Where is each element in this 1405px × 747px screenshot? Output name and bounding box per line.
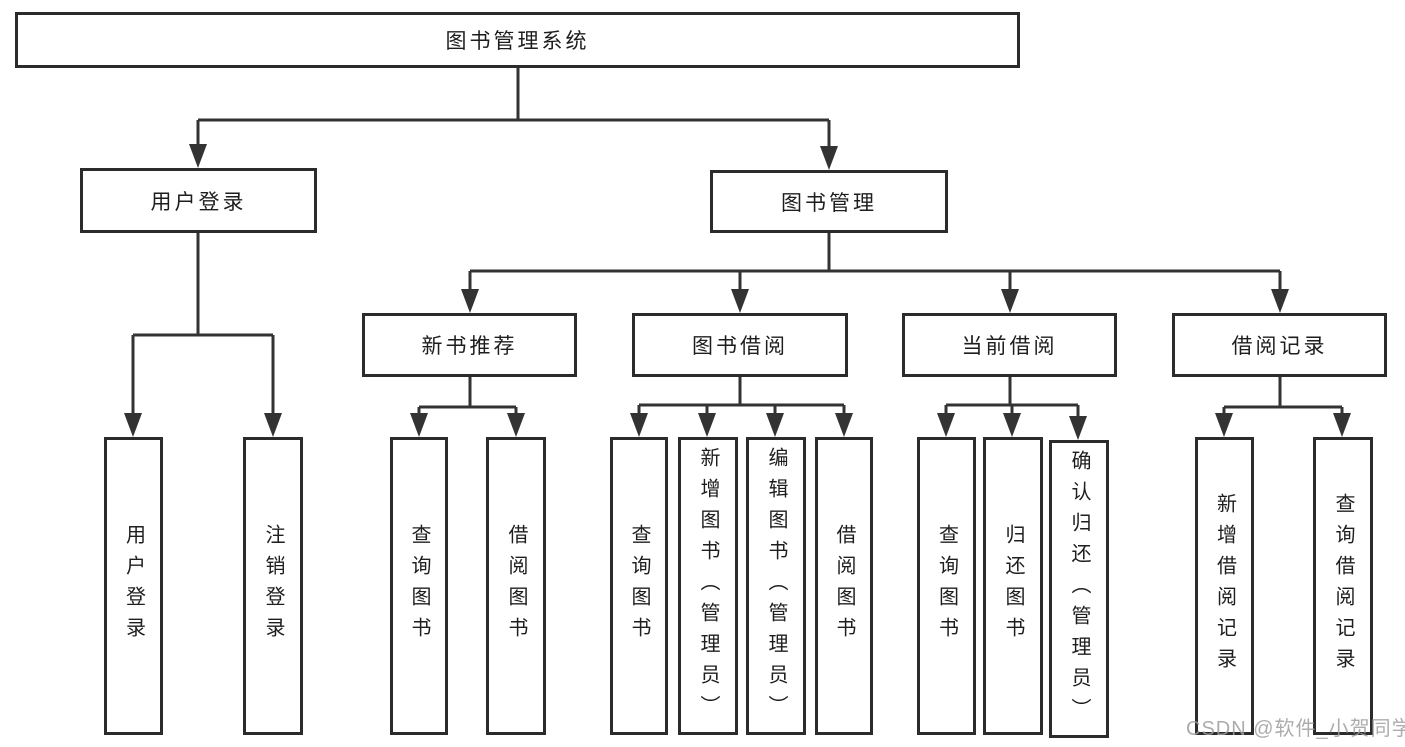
node-label: 查询图书 — [408, 524, 430, 648]
leaf-query-books-borrowing: 查询图书 — [610, 437, 668, 735]
leaf-borrow-books: 借阅图书 — [815, 437, 873, 735]
csdn-watermark: CSDN @软件_小贺同学 — [1186, 718, 1405, 740]
arrow-icon — [1003, 413, 1021, 437]
node-label: 借阅记录 — [1231, 335, 1328, 358]
node-label: 确认归还（管理员） — [1068, 449, 1090, 729]
arrow-icon — [410, 413, 428, 437]
arrow-icon — [937, 413, 955, 437]
leaf-add-books-admin: 新增图书（管理员） — [678, 437, 738, 735]
node-label: 用户登录 — [150, 190, 247, 214]
arrow-icon — [507, 413, 525, 437]
arrow-icon — [1001, 289, 1019, 313]
node-label: 新书推荐 — [421, 335, 518, 358]
node-label: 图书管理 — [781, 191, 877, 215]
node-label: 查询图书 — [628, 524, 650, 648]
arrow-icon — [1215, 413, 1233, 437]
node-new-book-recommend: 新书推荐 — [362, 313, 577, 377]
leaf-return-books: 归还图书 — [983, 437, 1043, 735]
leaf-query-books-current: 查询图书 — [917, 437, 976, 735]
node-label: 借阅图书 — [833, 524, 855, 648]
leaf-query-borrow-record: 查询借阅记录 — [1313, 437, 1373, 735]
node-user-login: 用户登录 — [80, 168, 317, 233]
arrow-icon — [630, 413, 648, 437]
node-label: 归还图书 — [1002, 524, 1024, 648]
node-book-management: 图书管理 — [710, 170, 948, 233]
arrow-icon — [835, 413, 853, 437]
node-label: 图书管理系统 — [445, 30, 590, 53]
node-current-borrowing: 当前借阅 — [902, 313, 1117, 377]
leaf-user-login: 用户登录 — [104, 437, 163, 735]
arrow-icon — [698, 413, 716, 437]
arrow-icon — [1271, 289, 1289, 313]
leaf-borrow-books-recommend: 借阅图书 — [486, 437, 546, 735]
arrow-icon — [731, 289, 749, 313]
arrow-icon — [189, 144, 207, 168]
leaf-edit-books-admin: 编辑图书（管理员） — [746, 437, 806, 735]
leaf-confirm-return-admin: 确认归还（管理员） — [1049, 440, 1109, 738]
node-borrowing-records: 借阅记录 — [1172, 313, 1387, 377]
arrowheads — [124, 144, 1351, 440]
connector-segments — [131, 68, 1344, 422]
arrow-icon — [1069, 416, 1087, 440]
node-label: 当前借阅 — [961, 335, 1058, 358]
node-label: 借阅图书 — [505, 524, 527, 648]
arrow-icon — [461, 289, 479, 313]
node-label: 查询图书 — [935, 524, 958, 648]
arrow-icon — [264, 413, 282, 437]
arrow-icon — [124, 413, 142, 437]
arrow-icon — [820, 146, 838, 170]
node-label: 新增图书（管理员） — [697, 446, 719, 726]
node-label: 编辑图书（管理员） — [765, 446, 787, 726]
node-label: 查询借阅记录 — [1332, 493, 1354, 679]
node-label: 图书借阅 — [692, 335, 788, 358]
leaf-add-borrow-record: 新增借阅记录 — [1195, 437, 1254, 735]
node-book-borrowing: 图书借阅 — [632, 313, 848, 377]
arrow-icon — [1333, 413, 1351, 437]
leaf-query-books-recommend: 查询图书 — [390, 437, 448, 735]
node-library-system: 图书管理系统 — [15, 12, 1020, 68]
node-label: 注销登录 — [262, 524, 284, 648]
leaf-logout: 注销登录 — [243, 437, 303, 735]
node-label: 用户登录 — [122, 524, 145, 648]
arrow-icon — [766, 413, 784, 437]
node-label: 新增借阅记录 — [1213, 493, 1236, 679]
